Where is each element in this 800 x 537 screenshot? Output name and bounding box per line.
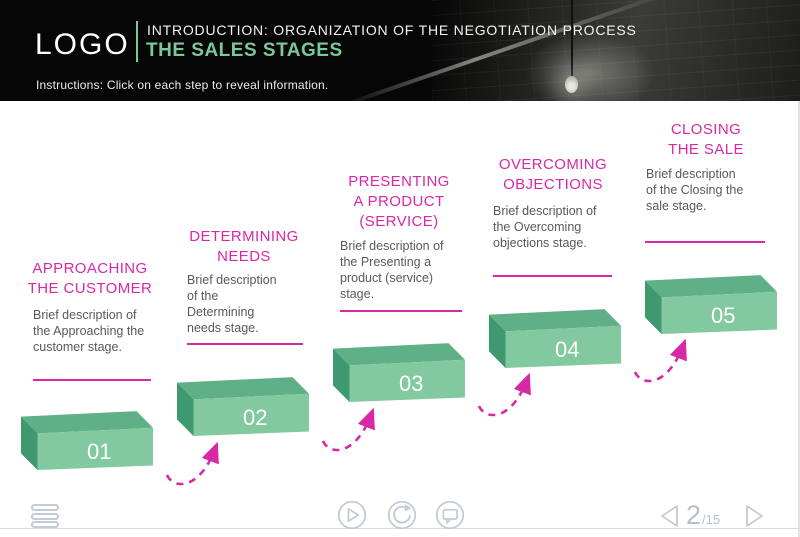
- step-5-underline: [645, 241, 765, 243]
- lightbulb-icon: [565, 76, 578, 93]
- curved-arrow-icon: [475, 372, 535, 426]
- course-title: INTRODUCTION: ORGANIZATION OF THE NEGOTI…: [147, 22, 637, 38]
- step-5-number: 05: [711, 303, 735, 328]
- step-3-number: 03: [399, 371, 423, 396]
- step-5-description: Brief description of the Closing the sal…: [646, 167, 744, 213]
- block-side-face: [177, 382, 194, 436]
- step-2-title-line: DETERMINING: [189, 228, 299, 245]
- comment-tail: [446, 518, 452, 524]
- step-5-block[interactable]: 05: [645, 274, 777, 334]
- block-top-face: [645, 275, 777, 298]
- step-2-title-line: NEEDS: [217, 248, 271, 265]
- step-4-block[interactable]: 04: [489, 308, 621, 368]
- step-2-description: Brief description of the Determining nee…: [187, 273, 277, 335]
- menu-bar: [31, 504, 59, 511]
- step-3-block[interactable]: 03: [333, 342, 465, 402]
- step-2-title: DETERMINING NEEDS: [180, 227, 308, 267]
- lightbulb-glow: [520, 28, 660, 101]
- step-2-block[interactable]: 02: [177, 376, 309, 436]
- block-front-face: [505, 325, 621, 368]
- step-3-description: Brief description of the Presenting a pr…: [340, 239, 444, 301]
- page-total: /15: [702, 512, 721, 527]
- instructions-text: Instructions: Click on each step to reve…: [36, 78, 329, 92]
- step-3-title-line: (SERVICE): [359, 213, 439, 230]
- step-3-underline: [340, 310, 462, 312]
- block-side-face: [333, 348, 350, 402]
- play-icon: [347, 507, 360, 523]
- step-4-title-line: OVERCOMING: [498, 156, 608, 173]
- block-top-face: [489, 309, 621, 332]
- step-1-block[interactable]: 01: [21, 410, 153, 470]
- step-1-description: Brief description of the Approaching the…: [33, 308, 145, 354]
- step-3-title: PRESENTING A PRODUCT (SERVICE): [334, 172, 464, 232]
- step-2-underline: [187, 343, 303, 345]
- step-5-title: CLOSING THE SALE: [642, 120, 770, 160]
- step-2-number: 02: [243, 405, 267, 430]
- step-1-number: 01: [87, 439, 111, 464]
- step-4-underline: [493, 275, 612, 277]
- step-3-title-line: PRESENTING: [348, 173, 450, 190]
- replay-arrowhead: [404, 503, 412, 512]
- step-1-title-line: APPROACHING: [32, 260, 148, 277]
- step-5-title-line: THE SALE: [668, 141, 744, 158]
- step-4-title-line: OBJECTIONS: [503, 176, 603, 193]
- logo: LOGO: [35, 28, 130, 61]
- block-side-face: [489, 314, 506, 368]
- block-side-face: [645, 280, 662, 334]
- step-4-number: 04: [555, 337, 579, 362]
- curved-arrow-icon: [163, 441, 223, 495]
- menu-bar: [31, 512, 59, 520]
- step-5-title-line: CLOSING: [670, 121, 742, 138]
- page-current: 2: [686, 500, 702, 530]
- next-arrow-icon: [746, 505, 763, 527]
- curved-arrow-icon: [319, 407, 379, 461]
- replay-icon: [393, 505, 411, 524]
- comment-button[interactable]: [435, 500, 465, 530]
- block-side-face: [21, 416, 38, 470]
- block-front-face: [661, 291, 777, 334]
- block-front-face: [349, 359, 465, 402]
- step-4-title: OVERCOMING OBJECTIONS: [487, 155, 619, 195]
- page-indicator: 2 /15: [686, 500, 720, 531]
- step-1-title: APPROACHING THE CUSTOMER: [25, 259, 155, 299]
- hamburger-menu-icon[interactable]: [31, 504, 61, 530]
- block-top-face: [21, 411, 153, 434]
- step-3-title-line: A PRODUCT: [353, 193, 445, 210]
- block-front-face: [193, 393, 309, 436]
- previous-arrow-icon: [661, 505, 678, 527]
- comment-icon: [442, 508, 458, 520]
- play-button[interactable]: [337, 500, 367, 530]
- curved-arrow-icon: [631, 338, 691, 392]
- block-front-face: [37, 427, 153, 470]
- next-slide-button[interactable]: [741, 503, 767, 529]
- block-top-face: [177, 377, 309, 400]
- step-4-description: Brief description of the Overcoming obje…: [493, 204, 597, 250]
- menu-bar: [31, 521, 59, 528]
- slide-title: THE SALES STAGES: [146, 40, 343, 61]
- header-banner: LOGO INTRODUCTION: ORGANIZATION OF THE N…: [0, 0, 800, 101]
- step-1-underline: [33, 379, 151, 381]
- replay-button[interactable]: [387, 500, 417, 530]
- lightbulb-cord: [571, 0, 573, 78]
- step-1-title-line: THE CUSTOMER: [27, 280, 153, 297]
- logo-divider: [136, 21, 138, 62]
- block-top-face: [333, 343, 465, 366]
- previous-slide-button[interactable]: [657, 503, 683, 529]
